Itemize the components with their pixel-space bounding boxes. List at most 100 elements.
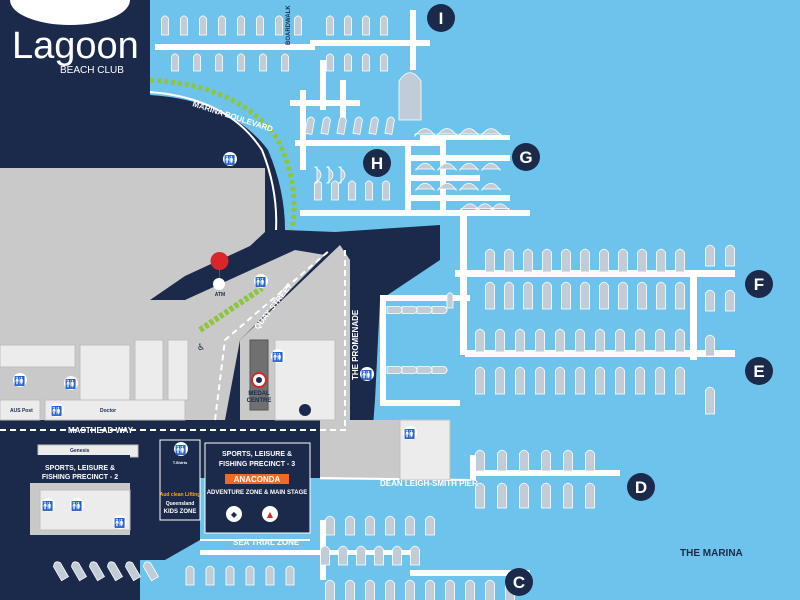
boat <box>523 248 533 273</box>
boat <box>563 482 573 509</box>
boat <box>386 366 403 374</box>
boat <box>356 545 366 566</box>
boat <box>405 515 415 536</box>
boat <box>475 328 485 353</box>
boat <box>415 182 435 192</box>
sea-trial-zone-label: SEA TRIAL ZONE <box>233 538 300 547</box>
brand-sub: BEACH CLUB <box>60 65 124 76</box>
doctor-label: Doctor <box>100 408 116 414</box>
boat <box>89 561 106 582</box>
info-icon <box>299 404 311 416</box>
svg-text:🚻: 🚻 <box>51 405 62 417</box>
medal-centre-label-1: MEDAL <box>248 391 270 397</box>
svg-text:🚻: 🚻 <box>65 378 76 390</box>
kids-zone-label: KIDS ZONE <box>164 509 197 515</box>
boat <box>515 328 525 353</box>
pier-g-marker[interactable]: G <box>512 143 540 171</box>
precinct-3-label-1: SPORTS, LEISURE & <box>222 451 292 458</box>
boat <box>53 561 70 582</box>
boat <box>497 449 507 472</box>
boat <box>445 579 455 600</box>
boat <box>325 579 335 600</box>
boat <box>637 281 647 310</box>
toilet-icon: 🚻 <box>174 442 188 456</box>
pier-i-marker[interactable]: I <box>427 4 455 32</box>
pier-d-marker[interactable]: D <box>627 473 655 501</box>
boat <box>585 482 595 509</box>
atm-marker-icon[interactable] <box>210 252 229 294</box>
toilet-icon: 🚻 <box>223 152 237 166</box>
boat <box>705 244 715 267</box>
boat <box>380 15 388 36</box>
boat <box>561 248 571 273</box>
boat <box>171 53 179 72</box>
boat <box>618 248 628 273</box>
boat <box>71 561 88 582</box>
boat <box>385 579 395 600</box>
boat <box>460 203 480 212</box>
boat <box>656 281 666 310</box>
svg-text:F: F <box>754 275 764 294</box>
boat <box>348 180 356 201</box>
boat <box>480 128 502 138</box>
boat <box>637 248 647 273</box>
boat <box>542 281 552 310</box>
boat <box>655 366 665 395</box>
boat <box>725 244 735 267</box>
svg-text:E: E <box>753 362 764 381</box>
toilet-icon: 🚻 <box>271 349 285 363</box>
boat <box>384 116 395 135</box>
boat <box>331 180 339 201</box>
boat <box>705 289 715 312</box>
anaconda-label: ANACONDA <box>234 475 281 484</box>
boat <box>495 328 505 353</box>
boat <box>416 306 433 314</box>
boat <box>326 53 334 72</box>
boat <box>313 166 322 184</box>
boat <box>541 449 551 472</box>
boardwalk-label: BOARDWALK <box>286 5 292 45</box>
boat <box>237 53 245 72</box>
boat <box>535 328 545 353</box>
boat <box>193 53 201 72</box>
pier-f-marker[interactable]: F <box>745 270 773 298</box>
pier-e-marker[interactable]: E <box>745 357 773 385</box>
boat <box>459 182 479 192</box>
boat <box>675 328 685 353</box>
boat <box>497 482 507 509</box>
boat <box>336 116 347 135</box>
precinct-2-label-2: FISHING PRECINCT - 2 <box>42 474 118 481</box>
boat <box>180 15 188 36</box>
kids-line-2: Queensland <box>166 501 195 507</box>
boat <box>337 166 346 184</box>
dean-pier-label: DEAN LEIGH-SMITH PIER <box>380 479 478 488</box>
wheelchair-icon: ♿ <box>197 343 205 353</box>
boat <box>405 579 415 600</box>
stage-icon: ▲ <box>267 510 274 519</box>
boat <box>465 579 475 600</box>
svg-text:D: D <box>635 478 647 497</box>
boat <box>481 162 501 172</box>
boat <box>504 248 514 273</box>
boat <box>338 545 348 566</box>
boat <box>575 366 585 395</box>
pier-h-marker[interactable]: H <box>363 149 391 177</box>
pier-c-marker[interactable]: C <box>505 568 533 596</box>
boat <box>294 15 302 36</box>
svg-text:♿: ♿ <box>197 343 205 353</box>
boat <box>725 289 735 312</box>
boat <box>368 116 379 135</box>
toilet-icon: 🚻 <box>254 274 268 288</box>
precinct-2-block <box>30 455 130 483</box>
boat <box>656 248 666 273</box>
buildings <box>0 339 451 531</box>
masthead-way-label: MASTHEAD WAY <box>68 426 134 435</box>
boat <box>199 15 207 36</box>
boat <box>398 72 422 121</box>
boat <box>675 281 685 310</box>
boat <box>218 15 226 36</box>
boat <box>401 306 418 314</box>
boat <box>475 203 495 212</box>
boat <box>414 128 436 138</box>
